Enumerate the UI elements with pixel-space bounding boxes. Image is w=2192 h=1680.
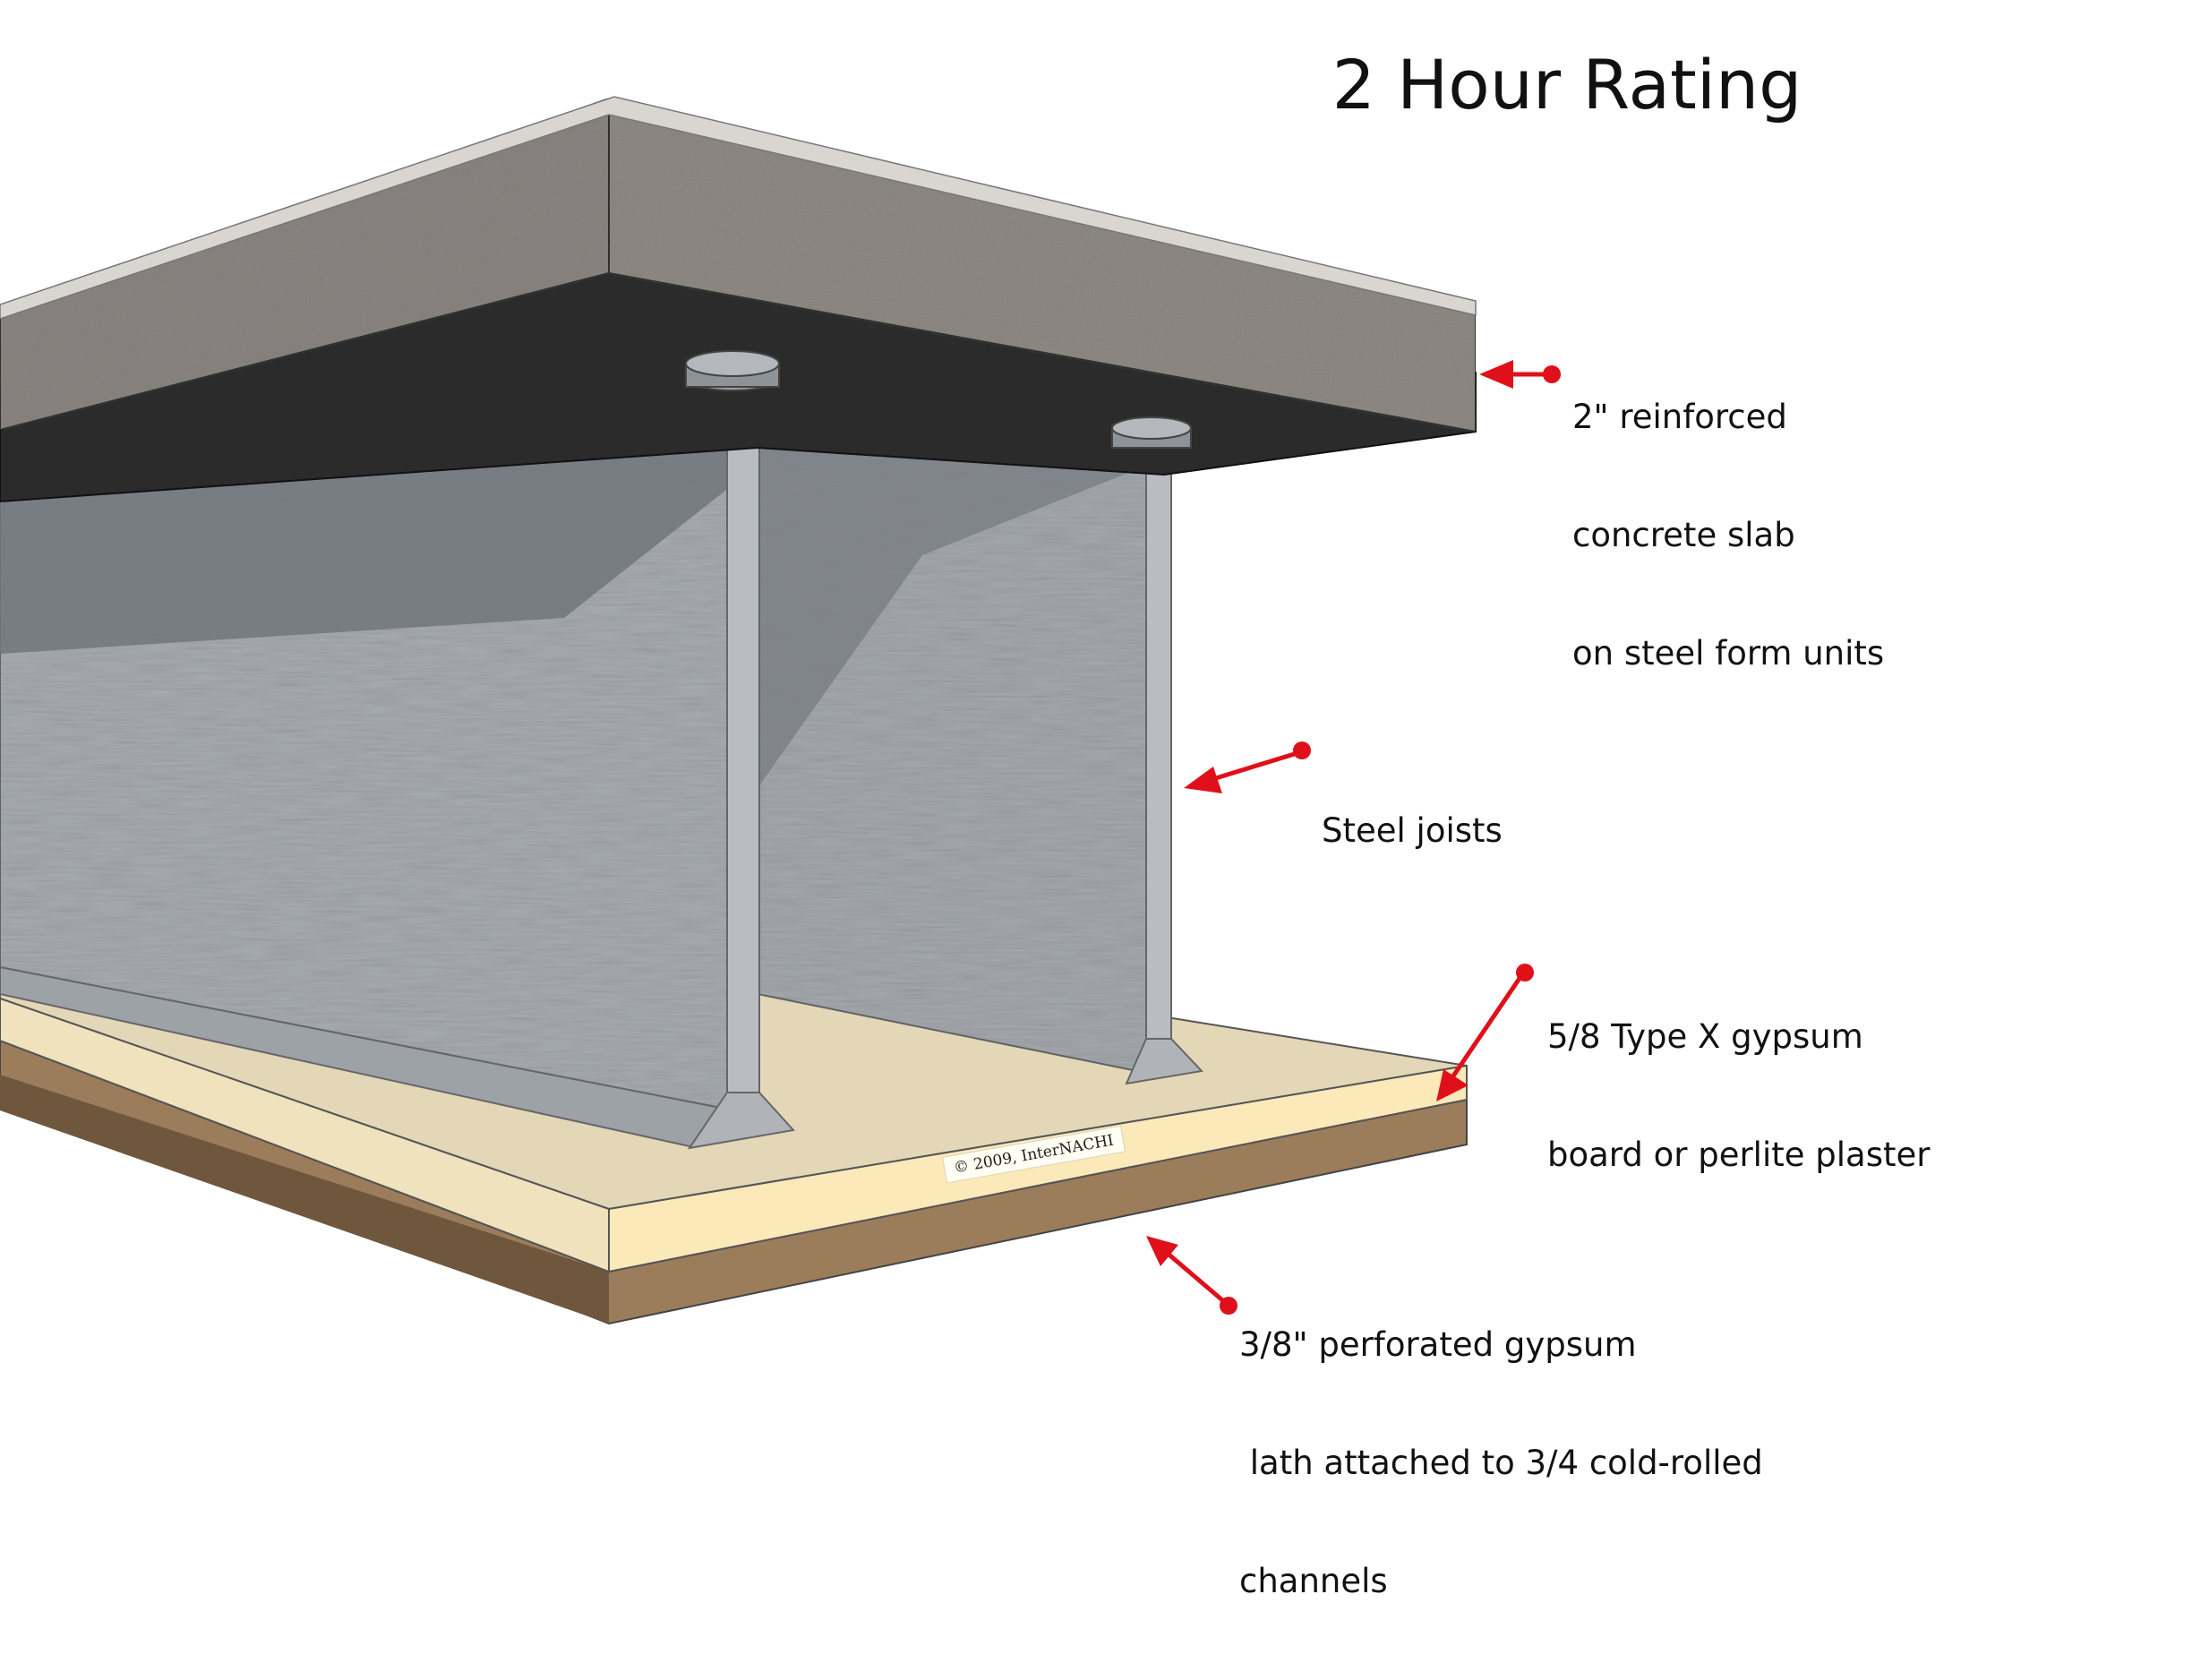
joist-cap-rear-top [1112, 417, 1191, 439]
joist-flange-rear [1146, 439, 1171, 1066]
label-line: 2" reinforced [1572, 398, 1884, 437]
label-concrete-slab: 2" reinforced concrete slab on steel for… [1572, 319, 1884, 752]
arrow-joists [1184, 741, 1311, 793]
label-line: board or perlite plaster [1547, 1136, 1930, 1175]
label-line: on steel form units [1572, 634, 1884, 673]
diagram-canvas: 2 Hour Rating 2" reinforced concrete sla… [0, 0, 2192, 1419]
label-gypsum-lath: 3/8" perforated gypsum lath attached to … [1239, 1247, 1763, 1680]
label-line: 3/8" perforated gypsum [1239, 1325, 1763, 1365]
diagram-title: 2 Hour Rating [1164, 45, 1970, 124]
arrow-board [1436, 964, 1534, 1101]
arrow-lath [1146, 1236, 1237, 1315]
label-line: channels [1239, 1562, 1763, 1601]
label-line: lath attached to 3/4 cold-rolled [1239, 1444, 1763, 1483]
joist-flange-front [727, 385, 759, 1128]
label-line: Steel joists [1322, 811, 1503, 851]
label-steel-joists: Steel joists [1322, 733, 1503, 930]
arrow-slab [1479, 360, 1561, 389]
label-gypsum-board: 5/8 Type X gypsum board or perlite plast… [1547, 939, 1930, 1254]
joist-cap-front-top [686, 351, 779, 376]
label-line: concrete slab [1572, 516, 1884, 555]
label-line: 5/8 Type X gypsum [1547, 1017, 1930, 1057]
